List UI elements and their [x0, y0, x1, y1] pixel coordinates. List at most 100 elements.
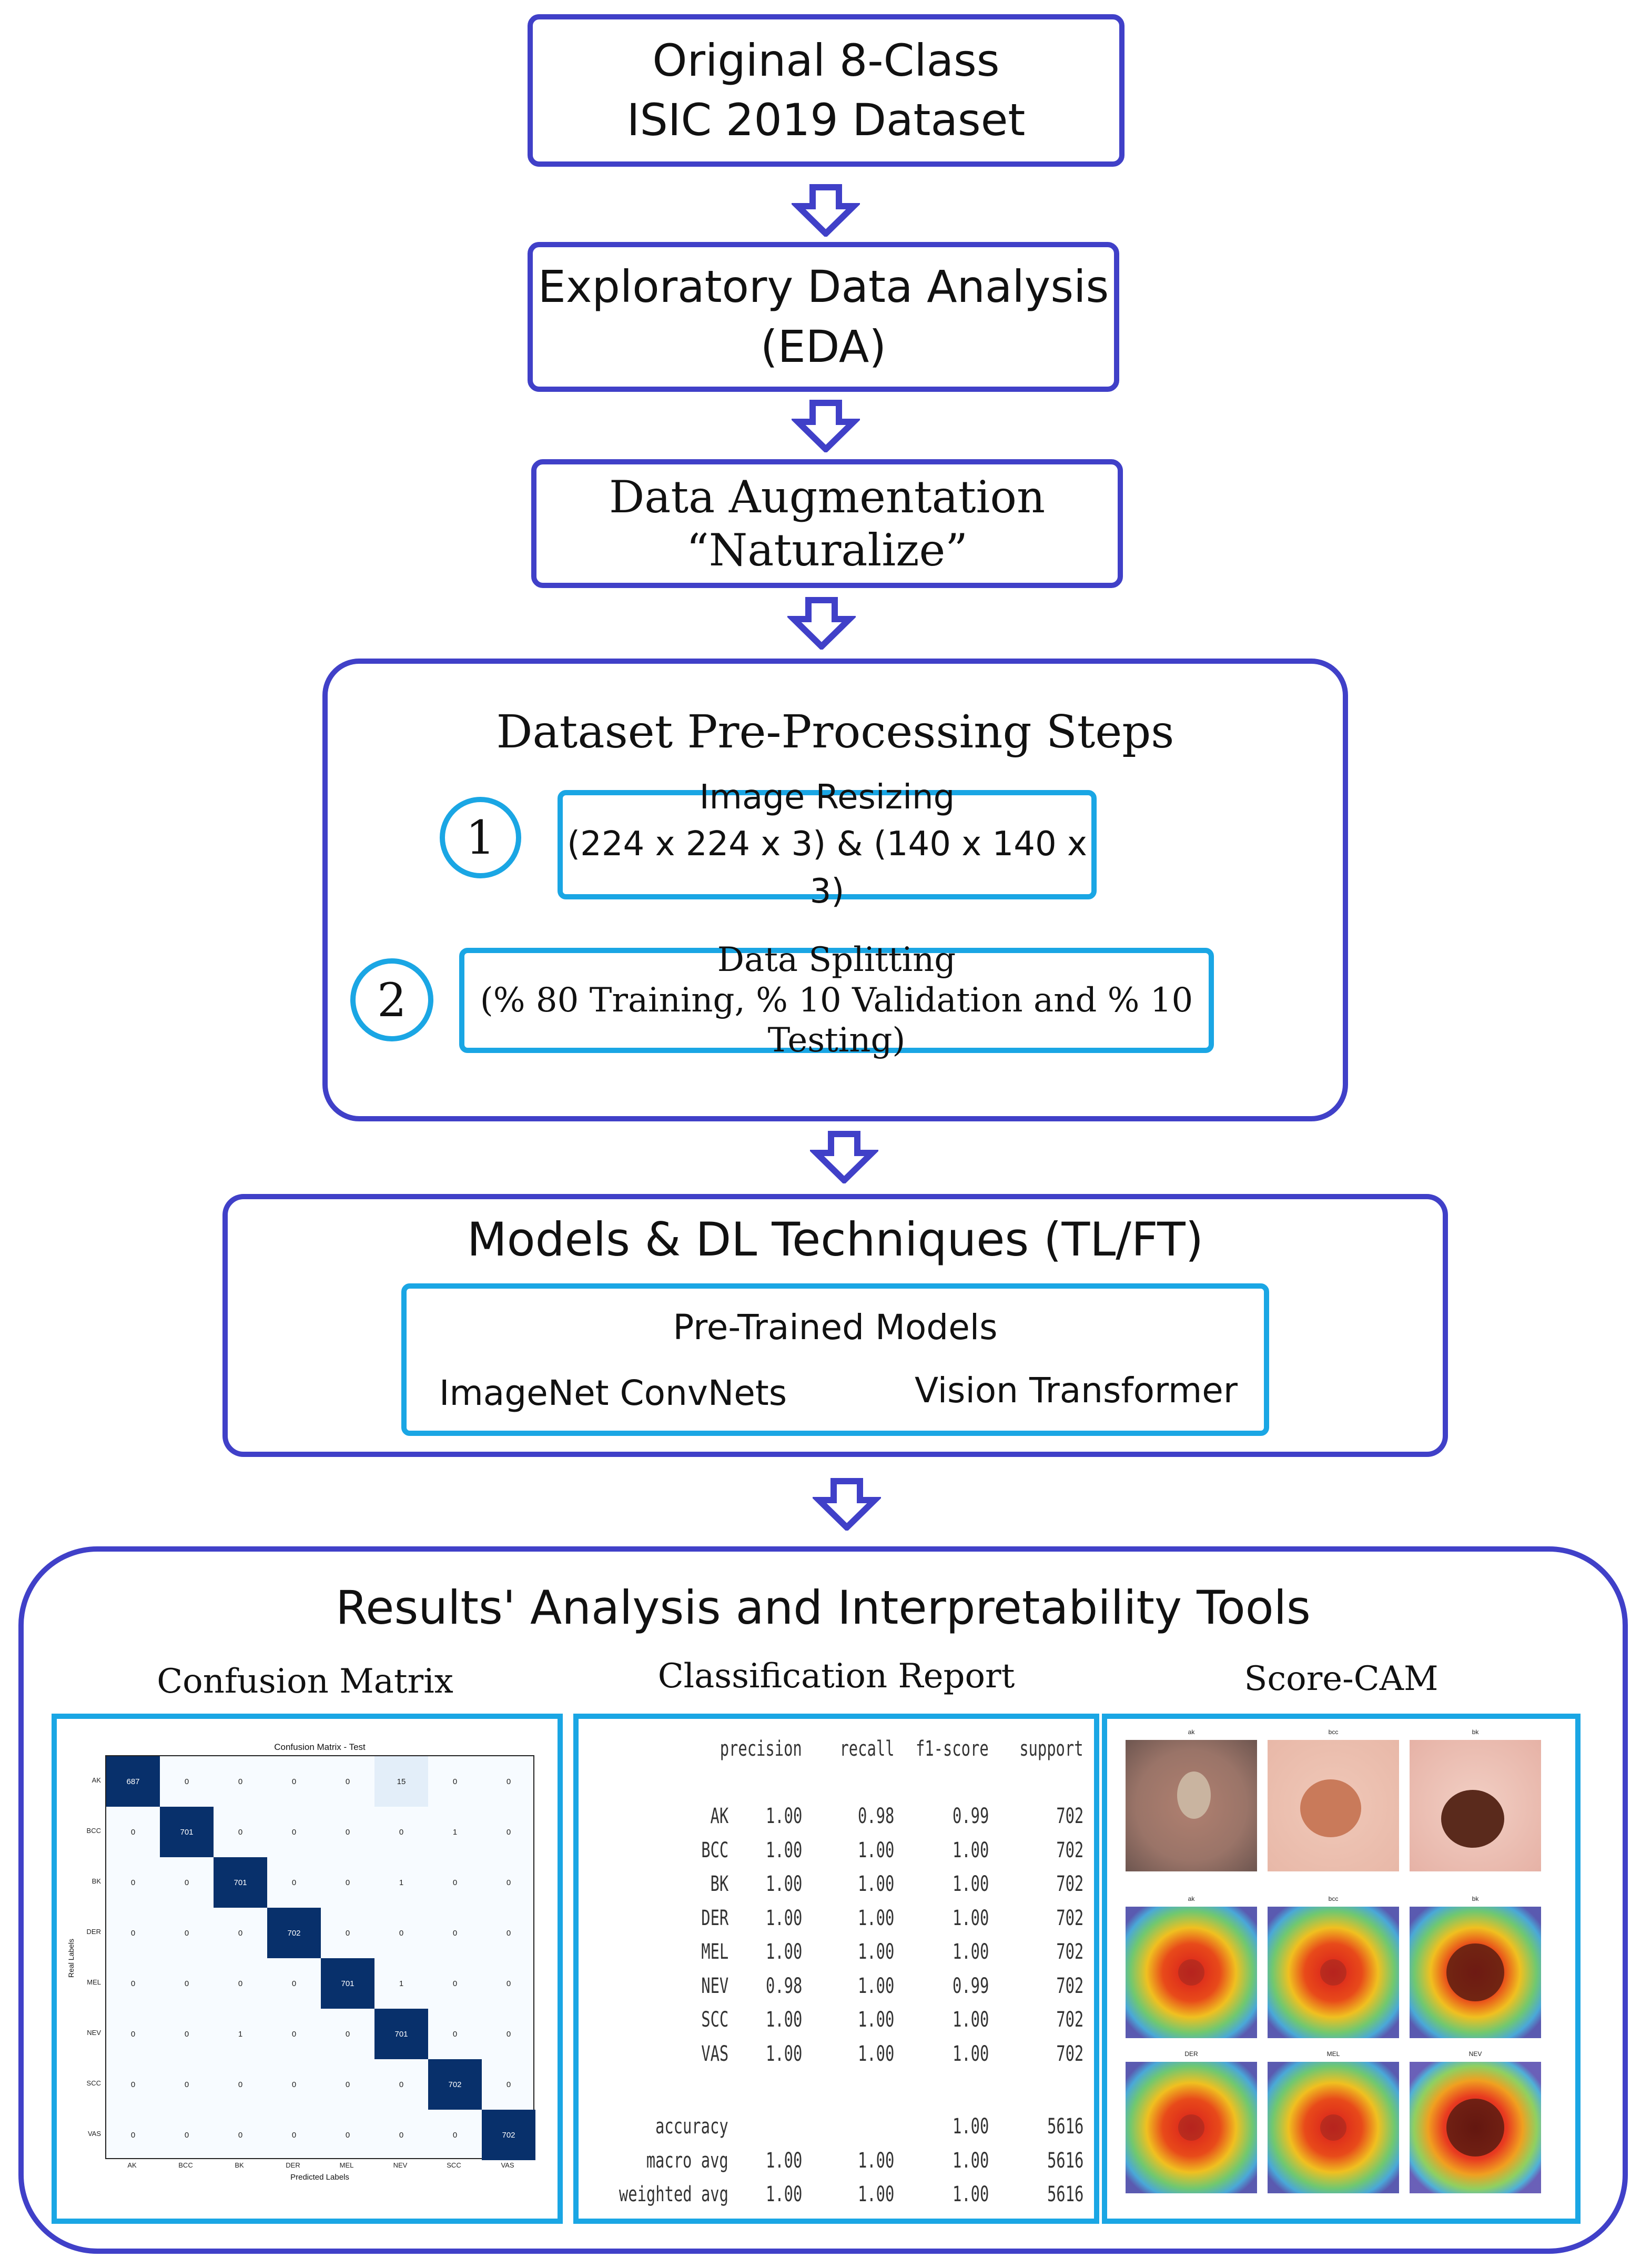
report-row-label: NEV	[701, 1973, 728, 1998]
cm-cell: 0	[130, 2080, 136, 2089]
cm-cell: 0	[506, 1777, 511, 1786]
resizing-line2: (224 x 224 x 3) & (140 x 140 x 3)	[567, 825, 1087, 911]
report-f1: 1.00	[952, 2008, 989, 2032]
report-precision: 1.00	[765, 1906, 802, 1930]
down-arrow-icon	[792, 184, 860, 237]
report-support: 702	[1056, 1906, 1083, 1930]
cm-cell: 701	[214, 1857, 267, 1908]
score-cam-heatmap	[1410, 2062, 1541, 2193]
cm-cell: 702	[428, 2059, 482, 2110]
cm-cell: 0	[238, 1777, 243, 1786]
report-row-label: VAS	[701, 2041, 728, 2066]
cm-cell: 0	[130, 1827, 136, 1837]
cm-cell: 0	[130, 1928, 136, 1938]
cam-image-title: ak	[1188, 1895, 1195, 1902]
report-support: 702	[1056, 1973, 1083, 1998]
cm-xtick: AK	[127, 2161, 137, 2169]
report-precision: 1.00	[765, 2008, 802, 2032]
report-f1: 1.00	[952, 2114, 989, 2139]
report-support: 702	[1056, 1838, 1083, 1862]
cm-cell: 0	[452, 1777, 458, 1786]
cm-ytick: VAS	[87, 2130, 101, 2138]
results-title: Results' Analysis and Interpretability T…	[336, 1581, 1311, 1635]
classification-report-heading: Classification Report	[657, 1657, 1015, 1696]
pretrained-title: Pre-Trained Models	[673, 1307, 998, 1348]
cm-cell: 0	[399, 2080, 404, 2089]
cm-cell: 0	[399, 1928, 404, 1938]
cm-cell: 701	[321, 1958, 374, 2009]
cm-cell: 0	[291, 1827, 297, 1837]
cm-cell: 0	[291, 1979, 297, 1988]
down-arrow-icon	[792, 400, 860, 452]
eda-line2: (EDA)	[760, 320, 887, 372]
lesion-image	[1126, 1740, 1257, 1871]
cm-cell: 0	[238, 1928, 243, 1938]
cm-cell: 0	[452, 2029, 458, 2039]
report-f1: 0.99	[952, 1973, 989, 1998]
report-support: 702	[1056, 1804, 1083, 1828]
cam-image-title: MEL	[1326, 2050, 1340, 2058]
down-arrow-icon	[813, 1478, 881, 1531]
preprocessing-title: Dataset Pre-Processing Steps	[496, 706, 1174, 758]
dataset-line2: ISIC 2019 Dataset	[626, 94, 1026, 146]
results-box: Results' Analysis and Interpretability T…	[18, 1546, 1628, 2254]
cm-cell: 0	[184, 1928, 189, 1938]
cm-cell: 0	[184, 1878, 189, 1887]
report-support: 702	[1056, 1940, 1083, 1964]
cm-xtick: DER	[286, 2161, 300, 2169]
confusion-matrix-panel	[52, 1714, 563, 2224]
report-f1: 0.99	[952, 1804, 989, 1828]
cm-cell: 0	[399, 1827, 404, 1837]
cm-cell: 0	[452, 2130, 458, 2140]
report-recall: 1.00	[857, 1838, 894, 1862]
report-column-header: support	[1019, 1737, 1083, 1761]
cm-cell: 0	[184, 2080, 189, 2089]
pretrained-models-box: Pre-Trained Models ImageNet ConvNets Vis…	[401, 1283, 1269, 1436]
score-cam-heatmap	[1268, 2062, 1399, 2193]
vision-transformer-label: Vision Transformer	[915, 1370, 1238, 1411]
cm-xlabel: Predicted Labels	[290, 2173, 349, 2182]
report-recall: 1.00	[857, 1973, 894, 1998]
report-support: 5616	[1047, 2182, 1083, 2206]
splitting-line1: Data Splitting	[717, 940, 956, 979]
confusion-matrix-heading: Confusion Matrix	[157, 1662, 453, 1701]
cm-xtick: BCC	[178, 2161, 193, 2169]
cm-cell: 0	[345, 1827, 350, 1837]
cm-cell: 0	[184, 2029, 189, 2039]
report-column-header: precision	[720, 1737, 802, 1761]
report-column-header: f1-score	[916, 1737, 989, 1761]
down-arrow-icon	[810, 1131, 878, 1183]
report-row-label: BK	[710, 1872, 728, 1896]
report-support: 702	[1056, 2041, 1083, 2066]
report-recall: 1.00	[857, 2182, 894, 2206]
cm-cell: 0	[452, 1979, 458, 1988]
eda-line1: Exploratory Data Analysis	[538, 261, 1109, 313]
cm-xtick: VAS	[501, 2161, 514, 2169]
cm-cell: 0	[506, 1928, 511, 1938]
report-recall: 1.00	[857, 1940, 894, 1964]
report-f1: 1.00	[952, 1872, 989, 1896]
cm-cell: 0	[238, 1827, 243, 1837]
report-row-label: SCC	[701, 2008, 728, 2032]
cm-cell: 0	[291, 1777, 297, 1786]
cm-title: Confusion Matrix - Test	[274, 1742, 366, 1752]
cm-cell: 0	[345, 1777, 350, 1786]
cm-ytick: AK	[92, 1776, 101, 1784]
cm-cell: 687	[106, 1756, 160, 1807]
report-precision: 1.00	[765, 1872, 802, 1896]
cm-ytick: MEL	[87, 1978, 101, 1986]
cm-cell: 0	[345, 1878, 350, 1887]
report-precision: 1.00	[765, 2041, 802, 2066]
cm-cell: 701	[160, 1807, 214, 1857]
score-cam-heatmap	[1126, 1907, 1257, 2038]
cm-ytick: SCC	[86, 2079, 101, 2087]
report-recall: 1.00	[857, 2148, 894, 2173]
cm-cell: 0	[506, 1878, 511, 1887]
augmentation-box: Data Augmentation “Naturalize”	[531, 459, 1123, 588]
report-f1: 1.00	[952, 1906, 989, 1930]
score-cam-heatmap	[1268, 1907, 1399, 2038]
cam-image-title: bk	[1472, 1728, 1479, 1736]
report-precision: 1.00	[765, 2182, 802, 2206]
